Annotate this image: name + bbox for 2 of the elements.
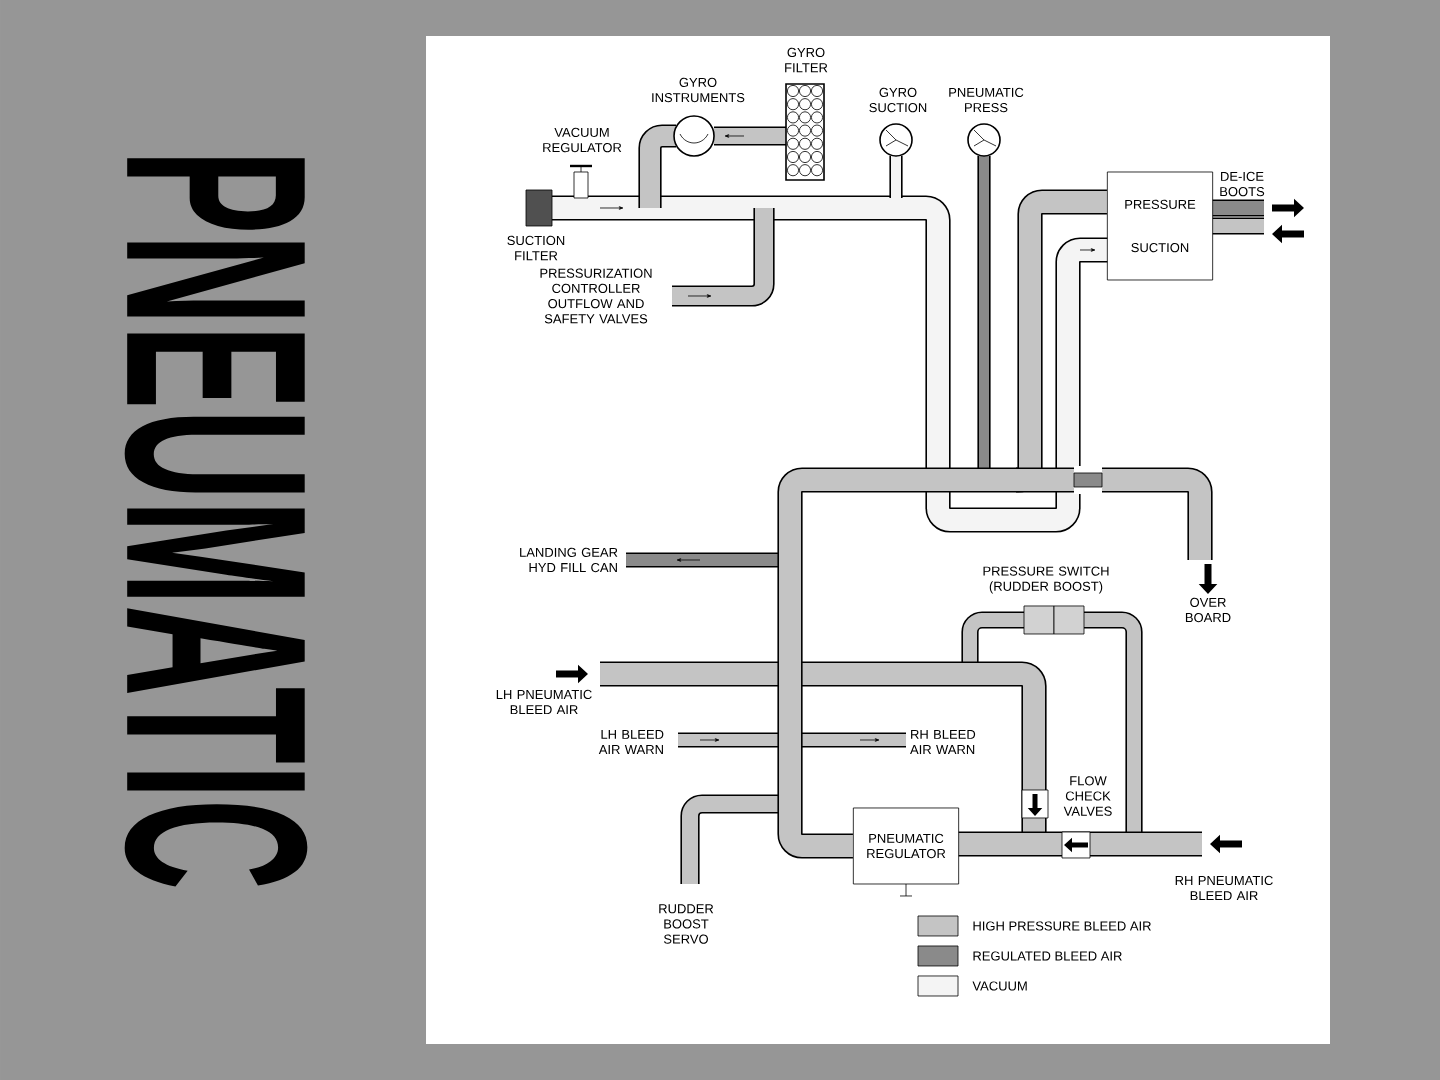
pipe <box>777 189 1107 859</box>
title: PNEUMATIC <box>124 158 308 887</box>
